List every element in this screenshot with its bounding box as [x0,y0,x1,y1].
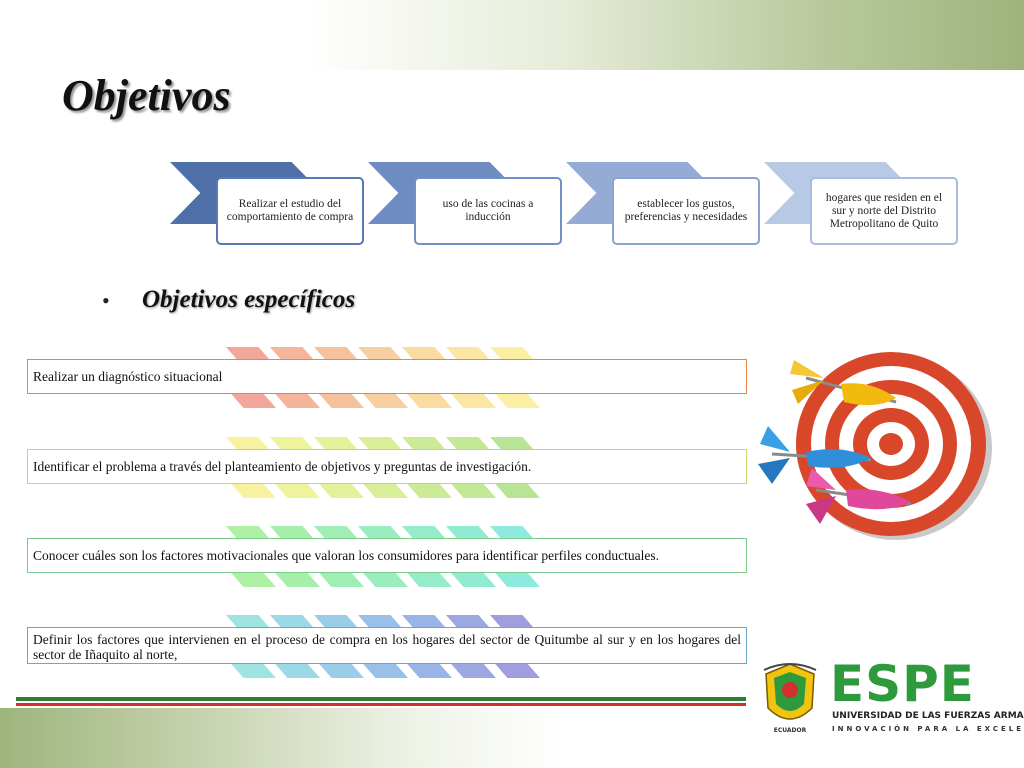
target-icon [758,352,992,540]
objective-item-3: Conocer cuáles son los factores motivaci… [27,538,747,573]
objective-text-3: Conocer cuáles son los factores motivaci… [33,548,660,563]
bullet-marker: • [102,288,110,313]
section-subtitle: Objetivos específicos [142,286,356,313]
svg-text:ECUADOR: ECUADOR [774,727,807,734]
crest-icon: ECUADOR [763,663,817,734]
process-step-4: hogares que residen en el sur y norte de… [810,177,958,245]
header-gradient [0,0,1024,70]
process-step-1: Realizar el estudio del comportamiento d… [216,177,364,245]
dart-icon [790,360,897,406]
objective-item-2: Identificar el problema a través del pla… [27,449,747,484]
espe-logo: ECUADOR ESPE UNIVERSIDAD DE LAS FUERZAS … [756,655,1024,738]
objective-text-4: Definir los factores que intervienen en … [33,632,741,662]
dart-icon [806,468,912,524]
logo-wordmark: ESPE [830,655,975,713]
objective-text-2: Identificar el problema a través del pla… [33,459,532,474]
footer-red-line [16,703,746,706]
objective-item-1: Realizar un diagnóstico situacional [27,359,747,394]
objective-item-4: Definir los factores que intervienen en … [27,627,747,664]
footer-green-line [16,697,746,701]
logo-university: UNIVERSIDAD DE LAS FUERZAS ARMADAS [832,711,1024,721]
slide-title: Objetivos [62,71,231,120]
dart-icon [758,426,872,484]
objective-text-1: Realizar un diagnóstico situacional [33,369,223,384]
process-step-3: establecer los gustos, preferencias y ne… [612,177,760,245]
logo-motto: INNOVACIÓN PARA LA EXCELENCIA [832,725,1024,733]
process-step-2: uso de las cocinas a inducción [414,177,562,245]
